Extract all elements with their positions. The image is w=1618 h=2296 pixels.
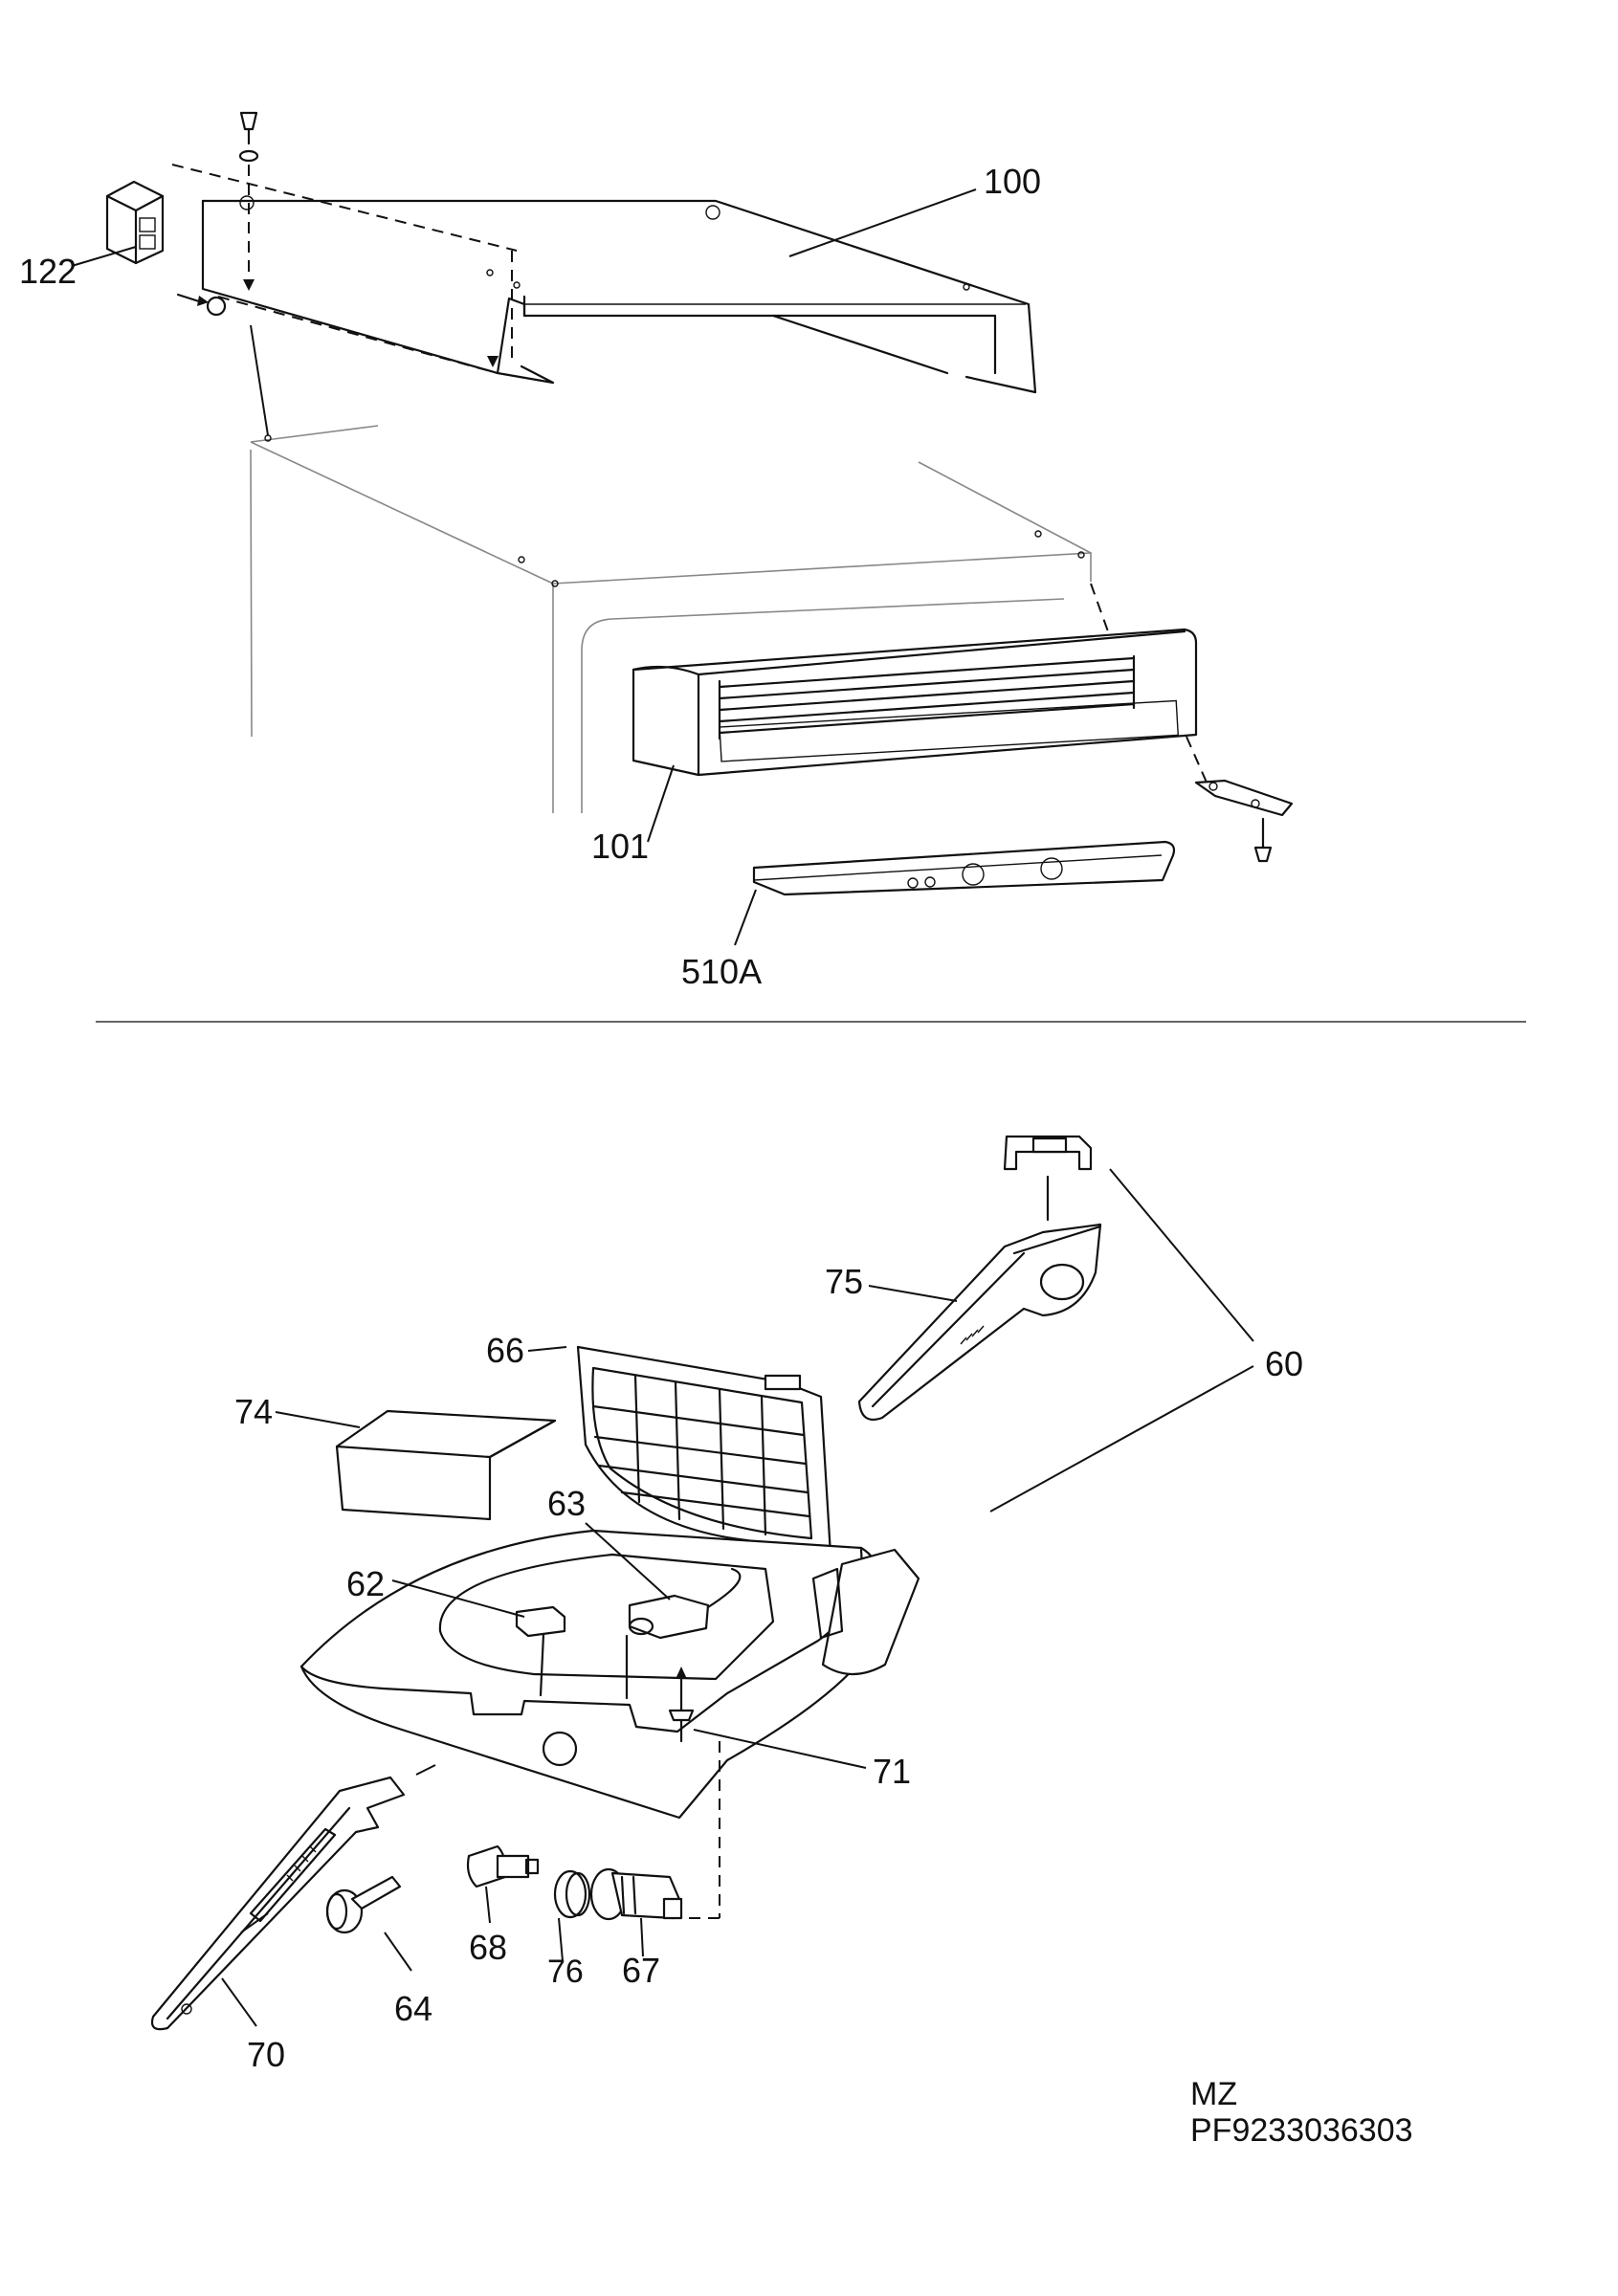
- hinge-bracket: [1194, 779, 1294, 863]
- label-71: 71: [873, 1752, 911, 1791]
- part-64-knob: [325, 1875, 402, 1934]
- part-101-grille: [632, 583, 1208, 785]
- part-62-switch: [515, 1605, 629, 1700]
- label-122: 122: [19, 252, 77, 291]
- part-122-block: [105, 180, 165, 265]
- label-64: 64: [394, 1989, 432, 2028]
- part-76-ring: [553, 1869, 591, 1919]
- label-66: 66: [486, 1331, 524, 1370]
- screw-top: [238, 111, 259, 291]
- part-67-holder: [589, 1867, 683, 1921]
- label-100: 100: [984, 162, 1041, 201]
- part-74-box: [335, 1409, 557, 1521]
- bottom-assembly: 60 75 66 74 63 62 71 70 64 68 76 67 MZ P…: [150, 1135, 1413, 2149]
- footer-code-mz: MZ: [1190, 2076, 1237, 2112]
- label-76: 76: [547, 1954, 584, 1990]
- label-67: 67: [622, 1951, 660, 1990]
- label-63: 63: [547, 1484, 586, 1523]
- part-68-socket: [466, 1844, 540, 1888]
- label-74: 74: [234, 1392, 273, 1431]
- part-100-frame: [171, 164, 1037, 394]
- label-70: 70: [247, 2035, 285, 2074]
- top-assembly: 100 122 101 510A: [19, 111, 1294, 991]
- label-60: 60: [1265, 1344, 1303, 1383]
- part-63-motor: [628, 1567, 742, 1640]
- part-510a-strip: [752, 840, 1176, 896]
- label-68: 68: [469, 1928, 507, 1967]
- label-62: 62: [346, 1564, 385, 1603]
- housing-tray: [299, 1529, 920, 1820]
- part-75-rail: [857, 1223, 1102, 1422]
- label-510a: 510A: [681, 952, 762, 991]
- footer-code-pf: PF9233036303: [1190, 2112, 1413, 2149]
- cabinet-outline: [250, 324, 1092, 813]
- part-60-clip: [1003, 1135, 1093, 1222]
- label-101: 101: [591, 827, 649, 866]
- grille-slats: [718, 654, 1180, 762]
- door-grid: [591, 1374, 811, 1536]
- part-66-door: [576, 1345, 832, 1566]
- label-75: 75: [825, 1262, 863, 1301]
- rail-ribs: [960, 1325, 985, 1345]
- lever-teeth: [286, 1845, 317, 1882]
- part-70-lever: [150, 1764, 436, 2031]
